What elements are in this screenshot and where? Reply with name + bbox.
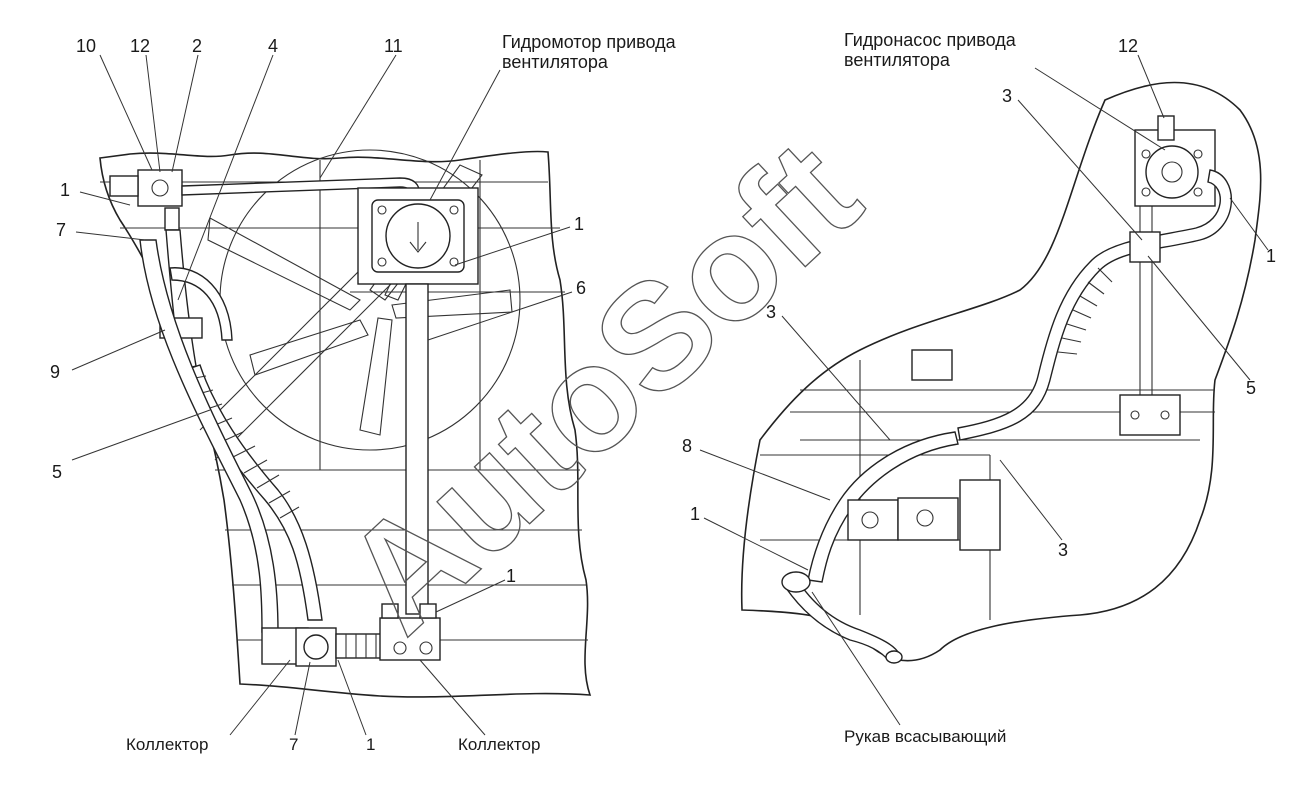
suction-tube-end — [781, 571, 811, 593]
collector-label-left: Коллектор — [126, 735, 208, 754]
callout-11: 11 — [384, 36, 403, 56]
hose-loop — [169, 267, 233, 341]
callout-1-lower: 1 — [506, 566, 516, 586]
right-manifold — [847, 349, 1181, 551]
pump-label-line1: Гидронасос привода — [844, 30, 1017, 50]
bottom-manifold — [261, 603, 441, 667]
callout-3-right-mid: 3 — [766, 302, 776, 322]
right-callouts: Гидронасос привода вентилятора 12 3 1 5 … — [682, 30, 1276, 746]
callout-7-left: 7 — [56, 220, 66, 240]
callout-12-right: 12 — [1118, 36, 1138, 56]
callout-1-right-top: 1 — [1266, 246, 1276, 266]
left-callouts: 10 12 2 4 11 1 7 9 5 1 6 1 Гидромотор пр… — [50, 32, 677, 754]
right-leader-lines — [699, 54, 1269, 726]
pump-clamp — [1129, 231, 1161, 263]
callout-1-bottom: 1 — [366, 735, 375, 754]
callout-1-right-upper: 1 — [574, 214, 584, 234]
hydraulic-pump — [1134, 115, 1216, 207]
callout-3-right-top: 3 — [1002, 86, 1012, 106]
callout-3-right-low: 3 — [1058, 540, 1068, 560]
callout-7-bottom: 7 — [289, 735, 298, 754]
callout-4: 4 — [268, 36, 278, 56]
suction-tube-end2 — [885, 650, 903, 664]
pump-label-line2: вентилятора — [844, 50, 951, 70]
return-pipe — [405, 283, 429, 615]
callout-5-left: 5 — [52, 462, 62, 482]
right-corrugation-rings — [1057, 267, 1113, 355]
callout-6: 6 — [576, 278, 586, 298]
collector-pipe — [807, 431, 959, 583]
motor-label-line1: Гидромотор привода — [502, 32, 677, 52]
callout-10: 10 — [76, 36, 96, 56]
left-assembly-drawing — [99, 149, 592, 698]
hydraulic-motor — [357, 187, 479, 285]
callout-2: 2 — [192, 36, 202, 56]
callout-9: 9 — [50, 362, 60, 382]
callout-5-right: 5 — [1246, 378, 1256, 398]
callout-1-left-upper: 1 — [60, 180, 70, 200]
callout-12: 12 — [130, 36, 150, 56]
suction-hose-label: Рукав всасывающий — [844, 727, 1006, 746]
motor-label-line2: вентилятора — [502, 52, 609, 72]
callout-8: 8 — [682, 436, 692, 456]
left-leader-lines — [71, 54, 573, 736]
collector-label-right: Коллектор — [458, 735, 540, 754]
callout-1-right-low: 1 — [690, 504, 700, 524]
